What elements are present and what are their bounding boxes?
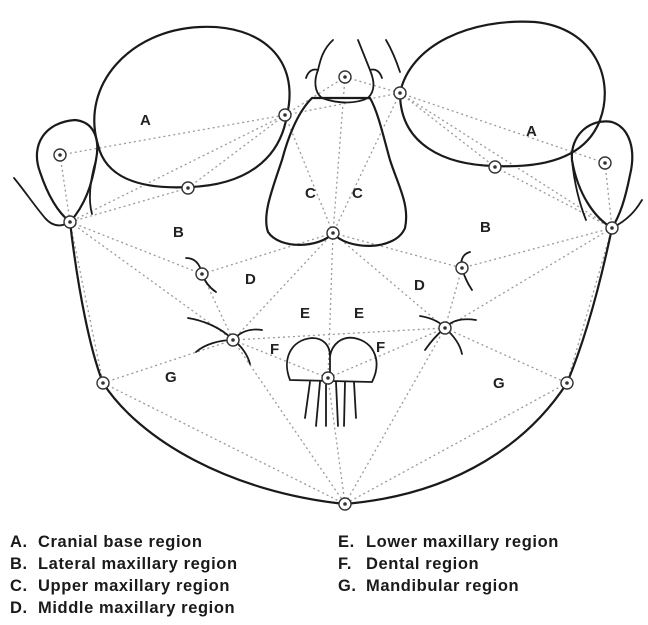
region-label-e-left: E: [300, 305, 310, 322]
landmark-left-orbit-lower: [182, 182, 194, 194]
incisor-roots: [305, 382, 356, 426]
legend-label: Middle maxillary region: [38, 599, 235, 617]
region-label-g-right: G: [493, 375, 505, 392]
jaw-outline: [70, 222, 612, 504]
legend-item-f: F.Dental region: [338, 554, 479, 574]
face-region-diagram: A A B B C C D D E E F F G G: [0, 0, 648, 520]
landmark-left-gonion-upper: [64, 216, 76, 228]
legend-item-b: B.Lateral maxillary region: [10, 554, 238, 574]
legend-item-g: G.Mandibular region: [338, 576, 519, 596]
landmark-right-gonion-upper: [606, 222, 618, 234]
legend-item-c: C.Upper maxillary region: [10, 576, 230, 596]
left-orbit-outline: [94, 27, 289, 188]
legend-label: Mandibular region: [366, 577, 519, 595]
legend-item-e: E.Lower maxillary region: [338, 532, 559, 552]
landmark-right-molar: [439, 322, 451, 334]
region-label-g-left: G: [165, 369, 177, 386]
legend-item-a: A.Cranial base region: [10, 532, 203, 552]
landmark-right-orbit-lower: [489, 161, 501, 173]
right-orbit-top-hook: [386, 40, 400, 72]
landmark-right-orbit-medial: [394, 87, 406, 99]
legend-label: Lateral maxillary region: [38, 555, 238, 573]
legend-label: Upper maxillary region: [38, 577, 230, 595]
legend-key: A.: [10, 532, 38, 552]
landmark-nasion: [339, 71, 351, 83]
region-label-d-right: D: [414, 277, 425, 294]
region-label-f-right: F: [376, 339, 385, 356]
legend-key: D.: [10, 598, 38, 618]
legend-item-d: D.Middle maxillary region: [10, 598, 235, 618]
landmark-left-molar: [227, 334, 239, 346]
legend-key: E.: [338, 532, 366, 552]
region-label-a-left: A: [140, 112, 151, 129]
landmark-right-gonion: [561, 377, 573, 389]
legend-key: B.: [10, 554, 38, 574]
left-ear-hook: [14, 178, 70, 225]
landmark-incisor: [322, 372, 334, 384]
left-ear-outline: [37, 120, 97, 222]
legend-key: G.: [338, 576, 366, 596]
landmark-left-gonion: [97, 377, 109, 389]
anatomical-outlines: [14, 22, 642, 504]
region-label-a-right: A: [526, 123, 537, 140]
landmark-right-zygoma: [456, 262, 468, 274]
landmark-menton: [339, 498, 351, 510]
landmark-anterior-nasal-spine: [327, 227, 339, 239]
landmark-left-orbit-medial: [279, 109, 291, 121]
region-label-d-left: D: [245, 271, 256, 288]
region-label-b-left: B: [173, 224, 184, 241]
region-label-c-right: C: [352, 185, 363, 202]
region-label-f-left: F: [270, 341, 279, 358]
legend-label: Lower maxillary region: [366, 533, 559, 551]
landmark-left-ear: [54, 149, 66, 161]
region-label-c-left: C: [305, 185, 316, 202]
region-label-e-right: E: [354, 305, 364, 322]
dotted-connection-lines: [60, 77, 612, 504]
legend-key: F.: [338, 554, 366, 574]
region-legend: A.Cranial base region B.Lateral maxillar…: [10, 532, 640, 624]
region-label-b-right: B: [480, 219, 491, 236]
landmark-right-ear: [599, 157, 611, 169]
legend-label: Cranial base region: [38, 533, 203, 551]
legend-key: C.: [10, 576, 38, 596]
legend-label: Dental region: [366, 555, 479, 573]
landmark-left-zygoma: [196, 268, 208, 280]
